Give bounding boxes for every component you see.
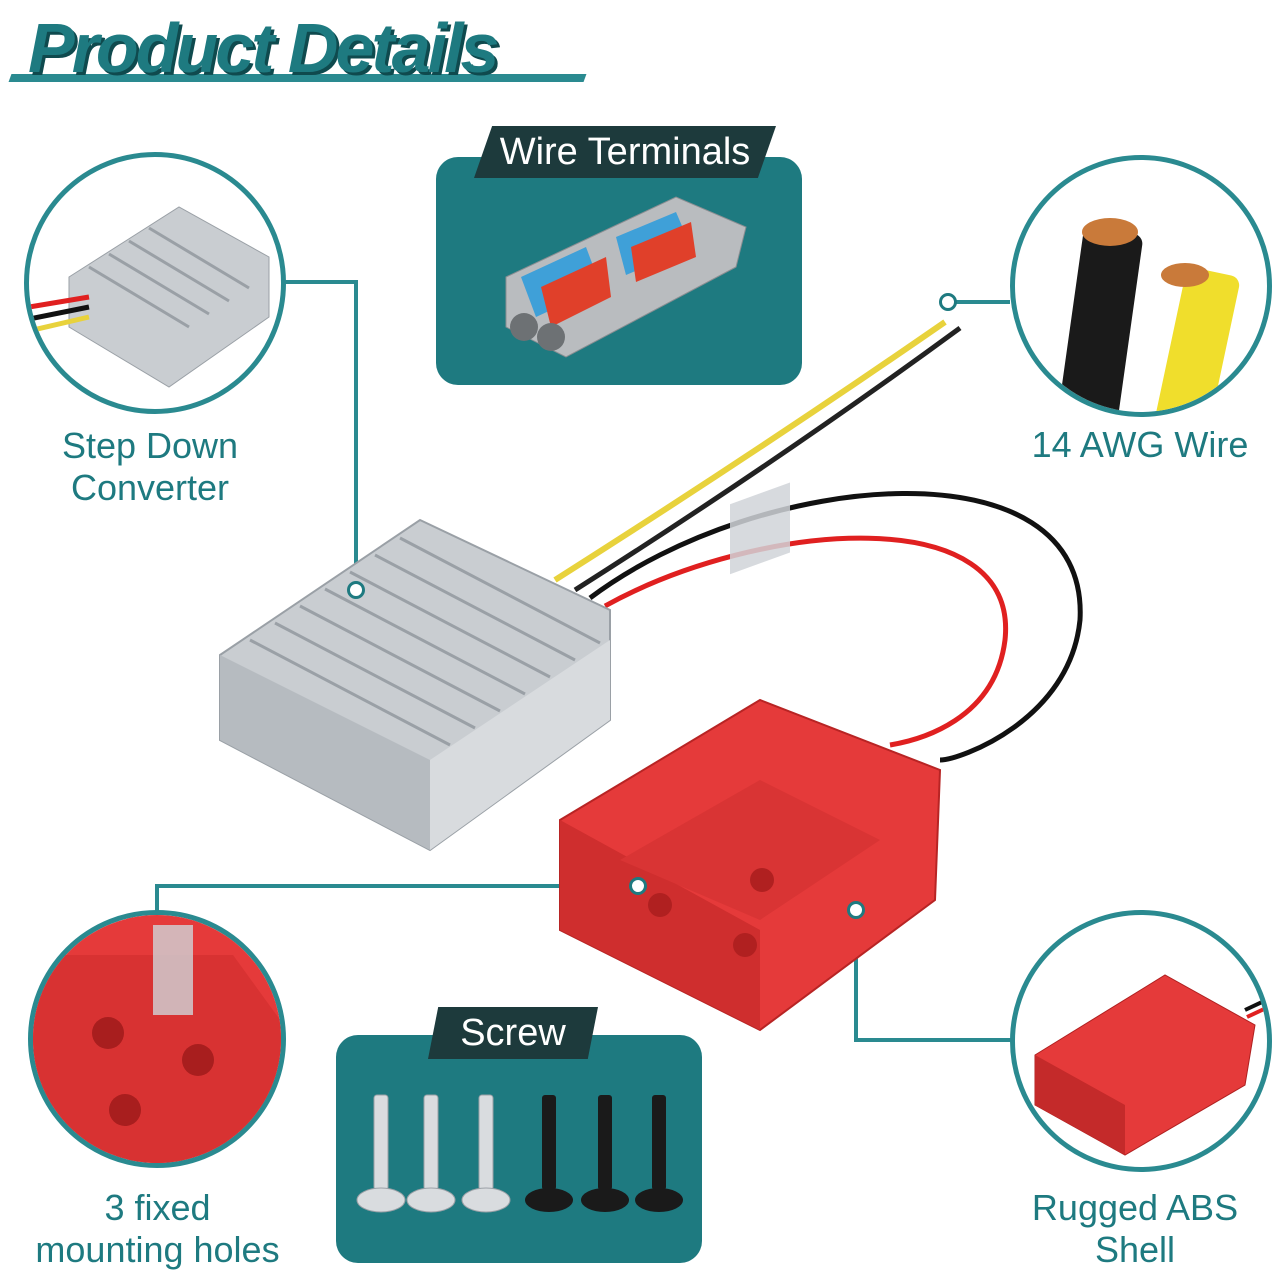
wire-detail-circle <box>1010 155 1272 417</box>
abs-shell-circle <box>1010 910 1272 1172</box>
wire-image <box>1057 218 1240 412</box>
holes-callout-dot <box>629 877 647 895</box>
converter-detail-circle <box>24 152 286 414</box>
shell-callout-dot <box>847 901 865 919</box>
converter-image <box>29 206 270 388</box>
abs-shell-image <box>1034 974 1267 1156</box>
converter-callout-dot <box>347 581 365 599</box>
wire-terminals-panel <box>436 157 802 385</box>
mounting-holes-caption: 3 fixed mounting holes <box>35 1187 280 1270</box>
wire-caption: 14 AWG Wire <box>1031 424 1249 465</box>
screw-panel <box>336 1035 702 1263</box>
screw-tag: Screw <box>428 1007 598 1059</box>
mounting-holes-circle <box>28 910 286 1168</box>
converter-caption: Step Down Converter <box>61 425 239 508</box>
abs-shell-caption: Rugged ABS Shell <box>1031 1187 1239 1270</box>
wire-terminal-image <box>505 196 747 358</box>
mounting-holes-image <box>33 915 281 1163</box>
wire-terminals-tag: Wire Terminals <box>474 126 776 178</box>
screws-image <box>356 1094 683 1213</box>
wire-callout-dot <box>939 293 957 311</box>
page-title: Product Details <box>28 9 499 87</box>
